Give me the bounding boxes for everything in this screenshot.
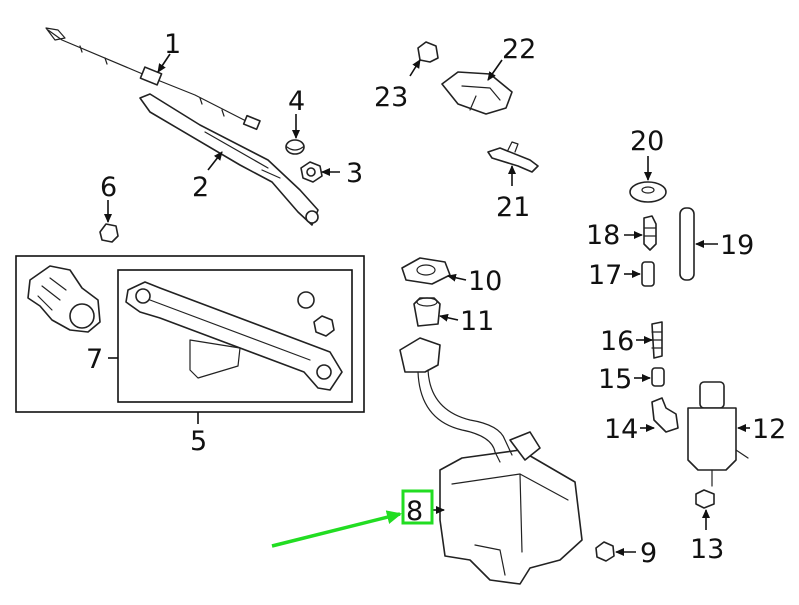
callout-6[interactable]: 6 [100,172,117,203]
callout-13[interactable]: 13 [690,534,724,565]
part-23-clip[interactable] [417,41,439,63]
part-22-nozzle-bracket[interactable] [441,71,513,115]
leader-lines [104,53,750,556]
part-5-assembly-box [15,255,365,413]
part-14-elbow-connector[interactable] [651,397,679,433]
callout-21[interactable]: 21 [496,192,530,223]
callout-9[interactable]: 9 [640,538,657,569]
callout-23[interactable]: 23 [374,82,408,113]
part-18-check-valve[interactable] [643,215,657,251]
part-11-grommet[interactable] [413,297,441,327]
callout-1[interactable]: 1 [164,29,181,60]
part-7-linkage-box [117,269,353,403]
pointer-arrow [271,510,402,548]
callout-16[interactable]: 16 [600,326,634,357]
callout-12[interactable]: 12 [752,414,786,445]
part-10-filler-seal[interactable] [401,257,451,285]
part-19-hose[interactable] [679,207,695,281]
callout-labels: 1 2 3 4 5 6 7 8 9 10 11 12 13 14 15 16 1… [86,29,786,569]
callout-18[interactable]: 18 [586,220,620,251]
part-9-nut[interactable] [595,541,615,562]
part-13-pump-grommet[interactable] [695,489,715,509]
part-20-grommet[interactable] [629,181,667,203]
callout-11[interactable]: 11 [460,306,494,337]
part-7-wiper-linkage[interactable] [125,281,343,391]
callout-15[interactable]: 15 [598,364,632,395]
callout-7[interactable]: 7 [86,344,103,375]
part-16-connector[interactable] [651,321,663,359]
callout-17[interactable]: 17 [588,260,622,291]
part-3-nut[interactable] [300,161,323,183]
callout-2[interactable]: 2 [192,172,209,203]
part-21-tee-connector[interactable] [487,141,539,173]
part-1-wiper-blade[interactable] [45,27,261,131]
part-15-plug[interactable] [651,367,665,387]
callout-22[interactable]: 22 [502,34,536,65]
part-6-clip[interactable] [99,223,119,243]
wiper-motor[interactable] [27,265,101,333]
callout-8[interactable]: 8 [406,496,423,527]
part-4-cap[interactable] [285,139,305,155]
part-17-cap[interactable] [641,261,655,287]
callout-20[interactable]: 20 [630,126,664,157]
part-12-washer-pump[interactable] [687,381,749,487]
highlight-box [401,489,434,525]
callout-10[interactable]: 10 [468,266,502,297]
callout-3[interactable]: 3 [346,158,363,189]
callout-14[interactable]: 14 [604,414,638,445]
callout-5[interactable]: 5 [190,426,207,457]
part-2-wiper-arm[interactable] [139,93,319,226]
callout-4[interactable]: 4 [288,86,305,117]
callout-19[interactable]: 19 [720,230,754,261]
part-8-washer-reservoir[interactable] [399,337,583,585]
